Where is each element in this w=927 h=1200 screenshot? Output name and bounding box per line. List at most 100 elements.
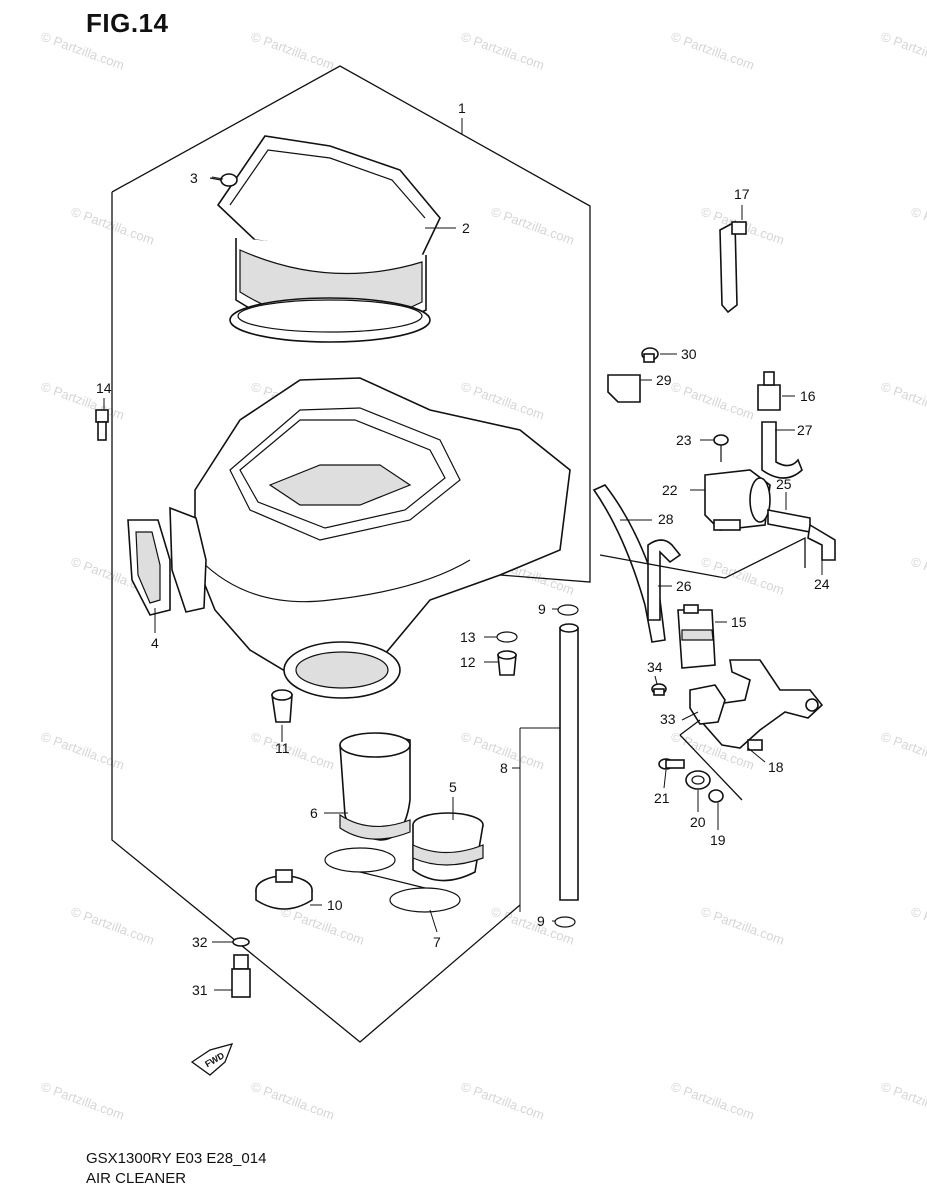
watermark-text: © Partzilla.com xyxy=(699,904,786,948)
intake-duct-5[interactable] xyxy=(412,812,484,882)
callout-4[interactable]: 4 xyxy=(151,635,159,651)
callout-28[interactable]: 28 xyxy=(658,511,674,527)
model-code: GSX1300RY E03 E28_014 xyxy=(86,1150,267,1167)
fwd-arrow-icon: FWD xyxy=(190,1043,234,1076)
bracket-18[interactable] xyxy=(698,659,824,751)
clip-9-bottom[interactable] xyxy=(554,916,576,928)
bolt-21[interactable] xyxy=(658,758,685,770)
callout-30[interactable]: 30 xyxy=(681,346,697,362)
bracket-29[interactable] xyxy=(607,374,641,403)
figure-title: FIG.14 xyxy=(86,8,169,38)
watermark-text: © Partzilla.com xyxy=(489,904,576,948)
callout-3[interactable]: 3 xyxy=(190,170,198,186)
watermark-text: © Partzilla.com xyxy=(459,379,546,423)
collar-20[interactable] xyxy=(685,770,711,790)
callout-34[interactable]: 34 xyxy=(647,659,663,675)
callout-9-top[interactable]: 9 xyxy=(538,601,546,617)
bolt-34[interactable] xyxy=(651,683,667,696)
watermark-text: © Partzilla.com xyxy=(249,1079,336,1123)
callout-32[interactable]: 32 xyxy=(192,934,208,950)
hose-26[interactable] xyxy=(647,539,682,621)
solenoid-22[interactable] xyxy=(704,469,771,531)
callout-15[interactable]: 15 xyxy=(731,614,747,630)
callout-33[interactable]: 33 xyxy=(660,711,676,727)
callout-18[interactable]: 18 xyxy=(768,759,784,775)
leader-lines xyxy=(103,118,823,991)
hose-24[interactable] xyxy=(807,523,836,561)
callout-31[interactable]: 31 xyxy=(192,982,208,998)
watermark-text: © Partzilla.com xyxy=(879,729,927,773)
callout-8[interactable]: 8 xyxy=(500,760,508,776)
clip-9-top[interactable] xyxy=(557,604,579,616)
callout-25[interactable]: 25 xyxy=(776,476,792,492)
bracket-33[interactable] xyxy=(689,684,726,725)
watermark-text: © Partzilla.com xyxy=(39,379,126,423)
callout-17[interactable]: 17 xyxy=(734,186,750,202)
callout-21[interactable]: 21 xyxy=(654,790,670,806)
watermark-text: © Partzilla.com xyxy=(879,379,927,423)
bolt-14[interactable] xyxy=(95,409,109,441)
callout-20[interactable]: 20 xyxy=(690,814,706,830)
hose-27[interactable] xyxy=(761,421,803,479)
callout-6[interactable]: 6 xyxy=(310,805,318,821)
watermark-text: © Partzilla.com xyxy=(459,1079,546,1123)
bolt-30[interactable] xyxy=(641,347,659,363)
watermark-text: © Partzilla.com xyxy=(279,904,366,948)
callout-11[interactable]: 11 xyxy=(275,740,290,756)
callout-labels: 1 2 3 4 5 6 7 8 9 9 10 11 12 13 14 15 16… xyxy=(96,100,830,998)
callout-10[interactable]: 10 xyxy=(327,897,343,913)
sensor-31[interactable] xyxy=(231,954,251,998)
bracket-17[interactable] xyxy=(719,220,747,314)
callout-2[interactable]: 2 xyxy=(462,220,470,236)
watermark-text: © Partzilla.com xyxy=(669,379,756,423)
watermark-text: © Partzilla.com xyxy=(669,29,756,73)
bracket-group-frame xyxy=(679,719,743,801)
watermark-text: © Partzilla.com xyxy=(669,1079,756,1123)
hose-25[interactable] xyxy=(767,509,811,533)
callout-14[interactable]: 14 xyxy=(96,380,112,396)
drain-hose-8[interactable] xyxy=(559,623,579,901)
grommet-19[interactable] xyxy=(708,789,724,803)
callout-5[interactable]: 5 xyxy=(449,779,457,795)
callout-1[interactable]: 1 xyxy=(458,100,466,116)
gasket-4[interactable] xyxy=(127,506,207,616)
callout-9-bottom[interactable]: 9 xyxy=(537,913,545,929)
cap-10[interactable] xyxy=(255,869,313,910)
watermark-text: © Partzilla.com xyxy=(39,29,126,73)
callout-23[interactable]: 23 xyxy=(676,432,692,448)
callout-13[interactable]: 13 xyxy=(460,629,476,645)
drain-plug-11[interactable] xyxy=(271,689,293,723)
callout-29[interactable]: 29 xyxy=(656,372,672,388)
solenoid-15[interactable] xyxy=(677,604,716,669)
watermark-text: © Partzilla.com xyxy=(879,1079,927,1123)
clip-13[interactable] xyxy=(496,631,518,643)
callout-7[interactable]: 7 xyxy=(433,934,441,950)
clamp-7[interactable] xyxy=(324,847,461,913)
callout-12[interactable]: 12 xyxy=(460,654,476,670)
watermark-text: © Partzilla.com xyxy=(879,29,927,73)
cap-12[interactable] xyxy=(497,650,517,676)
air-cleaner-case[interactable] xyxy=(194,377,571,699)
watermark-text: © Partzilla.com xyxy=(249,29,336,73)
washer-32[interactable] xyxy=(232,937,250,947)
valve-group-frame xyxy=(599,536,806,579)
callout-27[interactable]: 27 xyxy=(797,422,813,438)
watermark-text: © Partzilla.com xyxy=(69,204,156,248)
watermark-text: © Partzilla.com xyxy=(69,904,156,948)
filter-element[interactable] xyxy=(216,135,441,343)
watermark-text: © Partzilla.com xyxy=(39,729,126,773)
valve-16[interactable] xyxy=(757,371,781,411)
watermark-text: © Partzilla.com xyxy=(909,904,927,948)
callout-24[interactable]: 24 xyxy=(814,576,830,592)
watermark-text: © Partzilla.com xyxy=(249,729,336,773)
callout-16[interactable]: 16 xyxy=(800,388,816,404)
callout-22[interactable]: 22 xyxy=(662,482,678,498)
screw-23[interactable] xyxy=(713,434,729,462)
callout-19[interactable]: 19 xyxy=(710,832,726,848)
intake-duct-6[interactable] xyxy=(339,732,411,841)
watermark-text: © Partzilla.com xyxy=(489,204,576,248)
callout-26[interactable]: 26 xyxy=(676,578,692,594)
screw-3[interactable] xyxy=(209,173,238,187)
